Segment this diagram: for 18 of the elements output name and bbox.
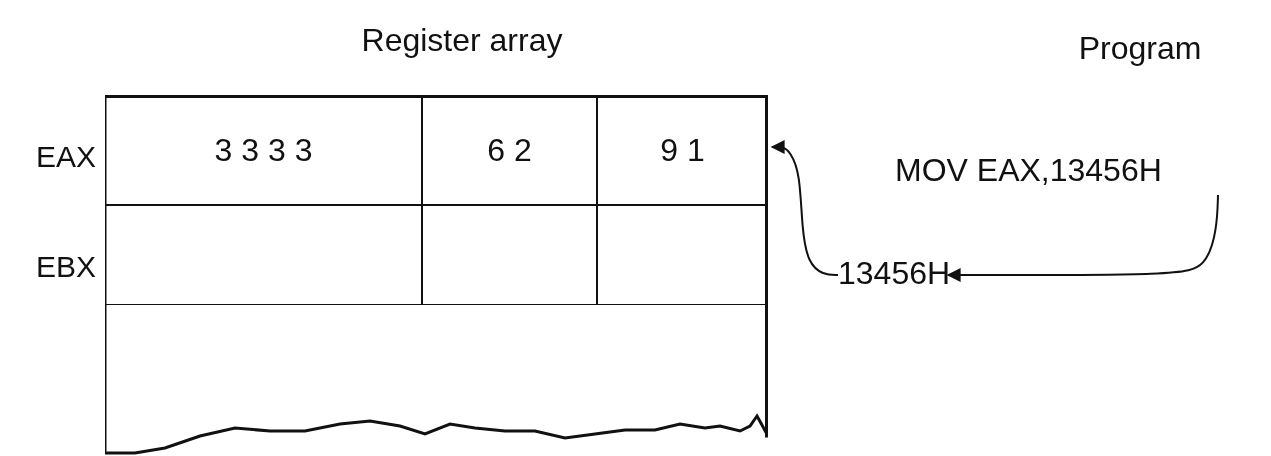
- node-text: 13456H: [838, 254, 951, 292]
- register-name: EAX: [36, 140, 97, 174]
- heading: Register array: [361, 22, 563, 59]
- register-cell: [422, 95, 597, 205]
- register-cell: [105, 95, 422, 205]
- register-cell: [105, 205, 422, 305]
- register-cell: [597, 205, 768, 305]
- register-cell: [422, 205, 597, 305]
- cell-value: 9 1: [660, 131, 705, 169]
- heading: Program: [1078, 30, 1202, 67]
- register-array: [105, 95, 768, 456]
- cell-value: 3 3 3 3: [214, 131, 313, 169]
- node-text: MOV EAX,13456H: [895, 151, 1162, 189]
- register-name: EBX: [36, 250, 97, 284]
- cell-value: 6 2: [487, 131, 532, 169]
- arrow: [770, 140, 839, 276]
- arrow: [946, 194, 1219, 282]
- register-cell: [597, 95, 768, 205]
